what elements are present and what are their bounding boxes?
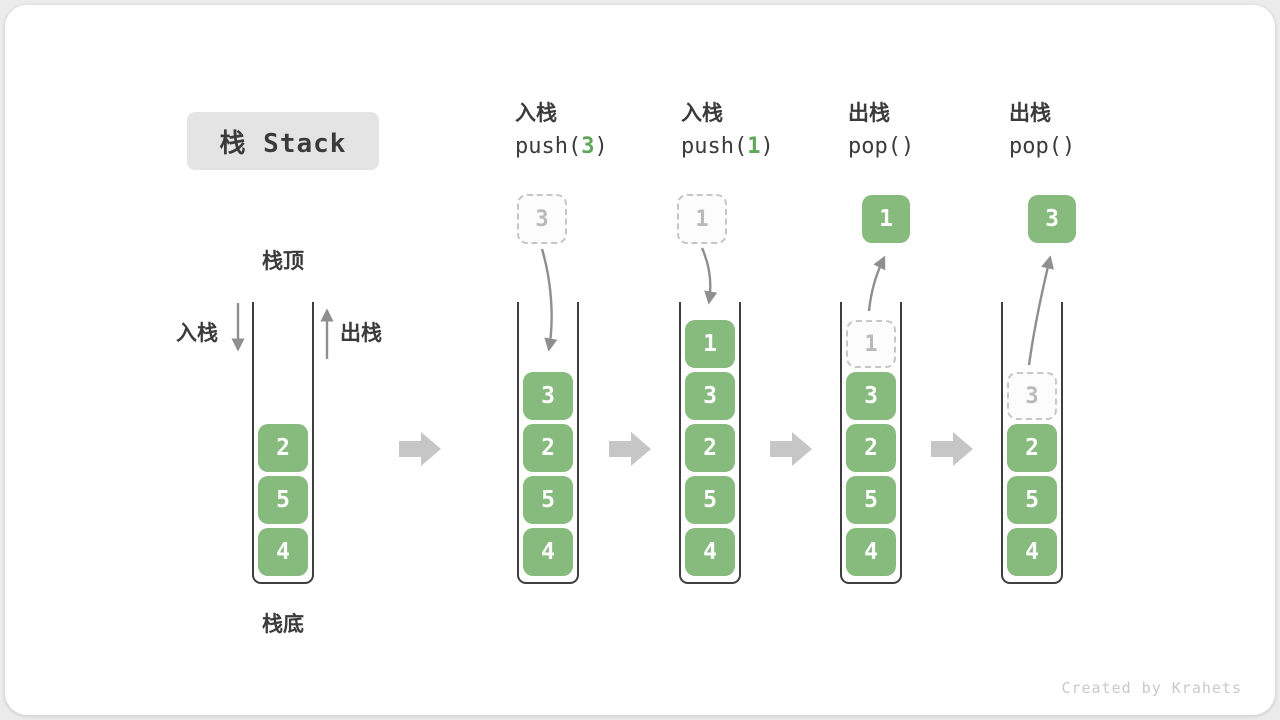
- stack-container: [252, 302, 314, 584]
- stack-cell: 4: [258, 528, 308, 576]
- label-push-direction: 入栈: [176, 321, 218, 345]
- step-arrow-icon: [399, 432, 441, 466]
- label-stack-bottom: 栈底: [262, 612, 304, 636]
- stack-cell: 4: [846, 528, 896, 576]
- diagram-title: 栈 Stack: [219, 128, 347, 159]
- op-name: 入栈: [515, 101, 557, 125]
- op-header-pop-2: 出栈 pop(): [1009, 100, 1075, 161]
- op-code: pop(): [848, 134, 915, 159]
- diagram-title-box: 栈 Stack: [187, 112, 379, 170]
- popped-value: 3: [1028, 195, 1076, 243]
- op-arg: 3: [581, 134, 595, 159]
- stack-cell-ghost: 3: [1007, 372, 1057, 420]
- op-header-pop-1: 出栈 pop(): [848, 100, 914, 161]
- op-name: 出栈: [1009, 101, 1051, 125]
- push-arrow-icon: [700, 247, 718, 305]
- stack-cell: 5: [1007, 476, 1057, 524]
- stack-cell: 5: [523, 476, 573, 524]
- stack-cell: 2: [685, 424, 735, 472]
- op-name: 出栈: [848, 101, 890, 125]
- label-pop-direction: 出栈: [340, 321, 382, 345]
- op-code: pop(): [1009, 134, 1076, 159]
- stack-cell: 4: [1007, 528, 1057, 576]
- stack-container: [840, 302, 902, 584]
- stack-container: [517, 302, 579, 584]
- stack-cell: 3: [846, 372, 896, 420]
- stack-cell: 5: [846, 476, 896, 524]
- stack-cell: 3: [685, 372, 735, 420]
- stack-cell: 1: [685, 320, 735, 368]
- op-code: push(3): [515, 134, 608, 159]
- stack-container: [1001, 302, 1063, 584]
- stack-cell: 2: [258, 424, 308, 472]
- label-stack-top: 栈顶: [262, 249, 304, 273]
- stack-cell: 2: [846, 424, 896, 472]
- op-name: 入栈: [681, 101, 723, 125]
- stack-cell: 5: [685, 476, 735, 524]
- step-arrow-icon: [770, 432, 812, 466]
- stack-cell: 4: [523, 528, 573, 576]
- stack-cell: 3: [523, 372, 573, 420]
- op-header-push-3: 入栈 push(3): [515, 100, 608, 161]
- stack-cell: 4: [685, 528, 735, 576]
- op-header-push-1: 入栈 push(1): [681, 100, 774, 161]
- stack-cell-ghost: 1: [846, 320, 896, 368]
- step-arrow-icon: [931, 432, 973, 466]
- popped-value: 1: [862, 195, 910, 243]
- incoming-value-ghost: 1: [677, 194, 727, 244]
- incoming-value-ghost: 3: [517, 194, 567, 244]
- op-arg: 1: [747, 134, 761, 159]
- op-code: push(1): [681, 134, 774, 159]
- stack-cell: 2: [1007, 424, 1057, 472]
- watermark: Created by Krahets: [1061, 679, 1242, 697]
- stack-cell: 2: [523, 424, 573, 472]
- stack-container: [679, 302, 741, 584]
- step-arrow-icon: [609, 432, 651, 466]
- stack-cell: 5: [258, 476, 308, 524]
